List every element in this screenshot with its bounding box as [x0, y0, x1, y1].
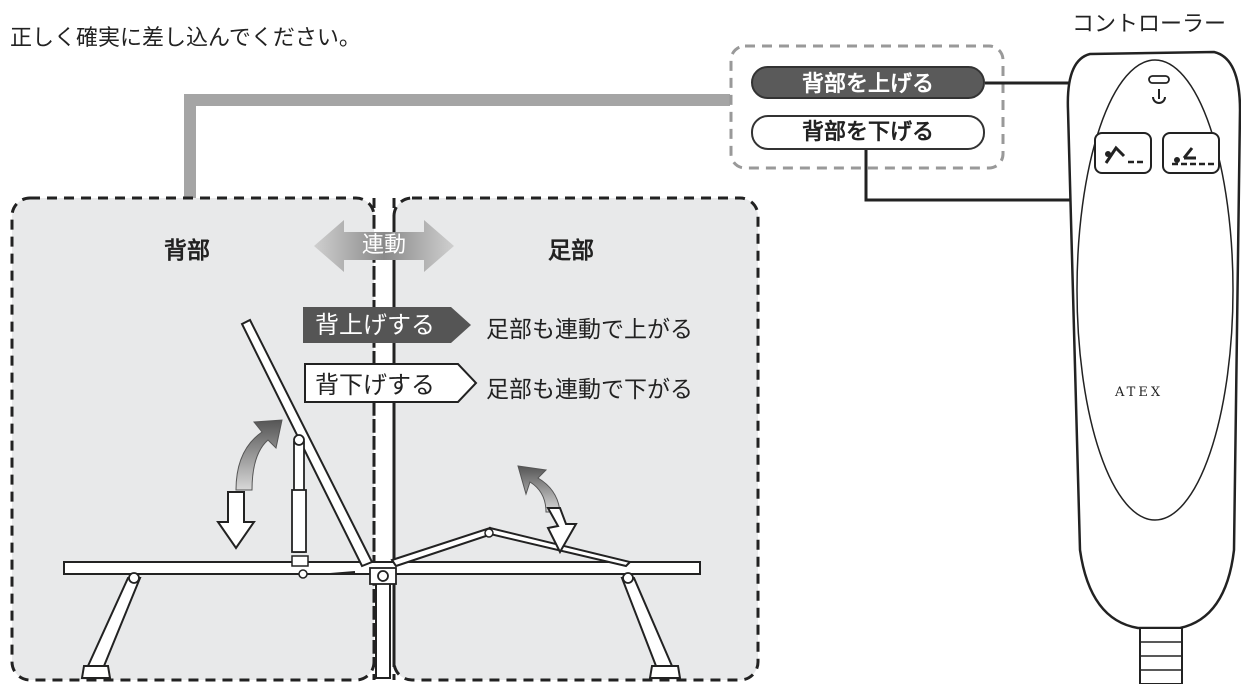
controller-inner-outline [1076, 59, 1234, 521]
foot-motion-arrows [517, 465, 578, 555]
power-led [1148, 75, 1170, 84]
back-section [240, 318, 374, 579]
brand-label: ATEX [1115, 385, 1164, 400]
raise-back-button[interactable]: 背部を上げる [751, 66, 985, 99]
effect-raise: 足部も連動で上がる [486, 317, 693, 343]
back-raise-button [1094, 132, 1152, 174]
link-double-arrow [314, 220, 454, 272]
back-lower-button [1162, 132, 1220, 174]
foot-panel-title: 足部 [548, 238, 594, 264]
effect-lower: 足部も連動で下がる [486, 377, 693, 403]
link-label: 連動 [361, 233, 406, 258]
instruction-text: 正しく確実に差し込んでください。 [10, 26, 361, 51]
back-panel [10, 196, 376, 682]
back-motion-arrows [216, 419, 283, 550]
back-panel-title: 背部 [164, 238, 210, 264]
controller-label: コントローラー [1072, 12, 1227, 37]
tag-back-raise: 背上げする [303, 307, 471, 343]
tag-back-lower: 背下げする [315, 371, 435, 399]
power-icon [1152, 89, 1166, 104]
bed-leg-right [620, 572, 682, 679]
bed-leg-center [369, 567, 397, 679]
lower-back-button[interactable]: 背部を下げる [751, 115, 985, 150]
bed-leg-left [80, 572, 142, 679]
connector-line [184, 94, 730, 200]
tag-down-shape [304, 363, 478, 403]
foot-panel [392, 196, 760, 682]
